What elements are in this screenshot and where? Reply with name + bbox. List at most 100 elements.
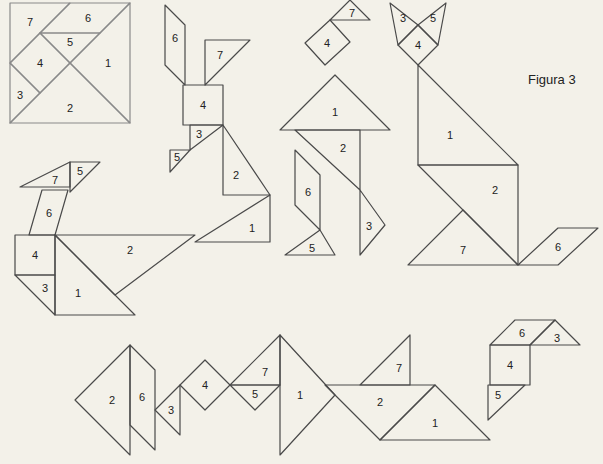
piece-number: 5 <box>430 13 436 24</box>
piece-number: 7 <box>217 50 223 61</box>
piece-number: 6 <box>139 392 145 403</box>
tangram-piece <box>155 385 180 435</box>
piece-number: 5 <box>77 166 83 177</box>
tangram-piece <box>55 235 135 315</box>
piece-number: 3 <box>366 221 372 232</box>
piece-number: 6 <box>305 187 311 198</box>
piece-number: 2 <box>127 245 133 256</box>
piece-number: 4 <box>37 58 43 69</box>
tangram-piece <box>180 360 230 410</box>
tangram-piece <box>190 125 223 150</box>
tangram-piece <box>40 33 100 63</box>
piece-number: 1 <box>447 130 453 141</box>
piece-number: 2 <box>377 397 383 408</box>
tangram-piece <box>20 162 70 187</box>
piece-number: 4 <box>32 250 38 261</box>
tangram-piece <box>70 3 130 123</box>
piece-number: 5 <box>252 389 258 400</box>
piece-number: 6 <box>85 13 91 24</box>
tangram-rabbit <box>165 5 270 242</box>
piece-number: 3 <box>400 13 406 24</box>
tangram-piece <box>380 385 490 440</box>
tangram-piece <box>295 150 320 230</box>
tangram-piece <box>10 63 130 123</box>
tangram-duck <box>325 320 580 440</box>
tangram-piece <box>280 75 390 130</box>
tangram-piece <box>15 235 55 275</box>
tangram-piece <box>518 228 598 265</box>
piece-number: 3 <box>196 129 202 140</box>
piece-number: 1 <box>332 107 338 118</box>
tangram-piece <box>325 385 435 440</box>
tangram-swan <box>15 162 195 315</box>
tangram-piece <box>330 0 370 20</box>
piece-number: 3 <box>17 90 23 101</box>
tangram-piece <box>10 33 70 93</box>
piece-number: 6 <box>46 208 52 219</box>
piece-number: 1 <box>75 288 81 299</box>
tangram-piece <box>70 162 100 192</box>
piece-number: 7 <box>27 17 33 28</box>
piece-number: 5 <box>309 243 315 254</box>
piece-number: 7 <box>52 175 58 186</box>
piece-number: 1 <box>105 58 111 69</box>
tangram-piece <box>530 320 580 345</box>
tangram-piece <box>183 85 223 125</box>
tangram-piece <box>230 335 280 385</box>
piece-number: 4 <box>200 100 206 111</box>
tangram-piece <box>130 345 155 450</box>
piece-number: 4 <box>324 38 330 49</box>
tangram-bird <box>280 0 390 255</box>
piece-number: 4 <box>507 360 513 371</box>
tangram-piece <box>490 320 555 345</box>
tangram-piece <box>165 5 185 85</box>
tangram-piece <box>418 65 518 165</box>
piece-number: 7 <box>349 8 355 19</box>
tangram-piece <box>490 345 530 385</box>
piece-number: 3 <box>42 283 48 294</box>
piece-number: 1 <box>249 223 255 234</box>
tangram-piece <box>170 150 190 172</box>
piece-number: 2 <box>340 143 346 154</box>
piece-number: 6 <box>519 328 525 339</box>
tangram-piece <box>205 40 250 85</box>
piece-number: 3 <box>168 405 174 416</box>
piece-number: 3 <box>554 333 560 344</box>
piece-number: 2 <box>109 395 115 406</box>
tangram-piece <box>15 275 55 315</box>
piece-number: 7 <box>396 363 402 374</box>
piece-number: 5 <box>174 152 180 163</box>
tangram-piece <box>285 230 335 255</box>
piece-number: 2 <box>233 170 239 181</box>
piece-number: 4 <box>415 40 421 51</box>
tangram-cat <box>390 3 598 265</box>
tangram-piece <box>223 125 270 195</box>
piece-number: 5 <box>495 390 501 401</box>
piece-number: 6 <box>172 33 178 44</box>
tangram-piece <box>398 25 438 65</box>
tangram-piece <box>280 335 335 455</box>
figure-caption: Figura 3 <box>528 73 576 86</box>
tangram-piece <box>29 190 68 235</box>
piece-number: 4 <box>202 380 208 391</box>
piece-number: 5 <box>67 37 73 48</box>
tangram-piece <box>195 195 270 242</box>
tangram-piece <box>75 345 130 455</box>
tangram-piece <box>488 385 525 420</box>
piece-number: 6 <box>555 242 561 253</box>
tangram-bowtie <box>75 335 335 455</box>
piece-number: 7 <box>460 245 466 256</box>
piece-number: 2 <box>67 103 73 114</box>
tangram-piece <box>40 3 130 33</box>
piece-number: 7 <box>262 367 268 378</box>
tangram-piece <box>360 190 385 255</box>
tangram-piece <box>305 20 350 65</box>
tangram-piece <box>55 235 195 295</box>
piece-number: 1 <box>432 418 438 429</box>
tangram-square <box>10 3 130 123</box>
tangram-piece <box>10 63 40 123</box>
tangram-piece <box>360 335 410 385</box>
tangram-piece <box>408 210 518 265</box>
piece-number: 2 <box>492 185 498 196</box>
